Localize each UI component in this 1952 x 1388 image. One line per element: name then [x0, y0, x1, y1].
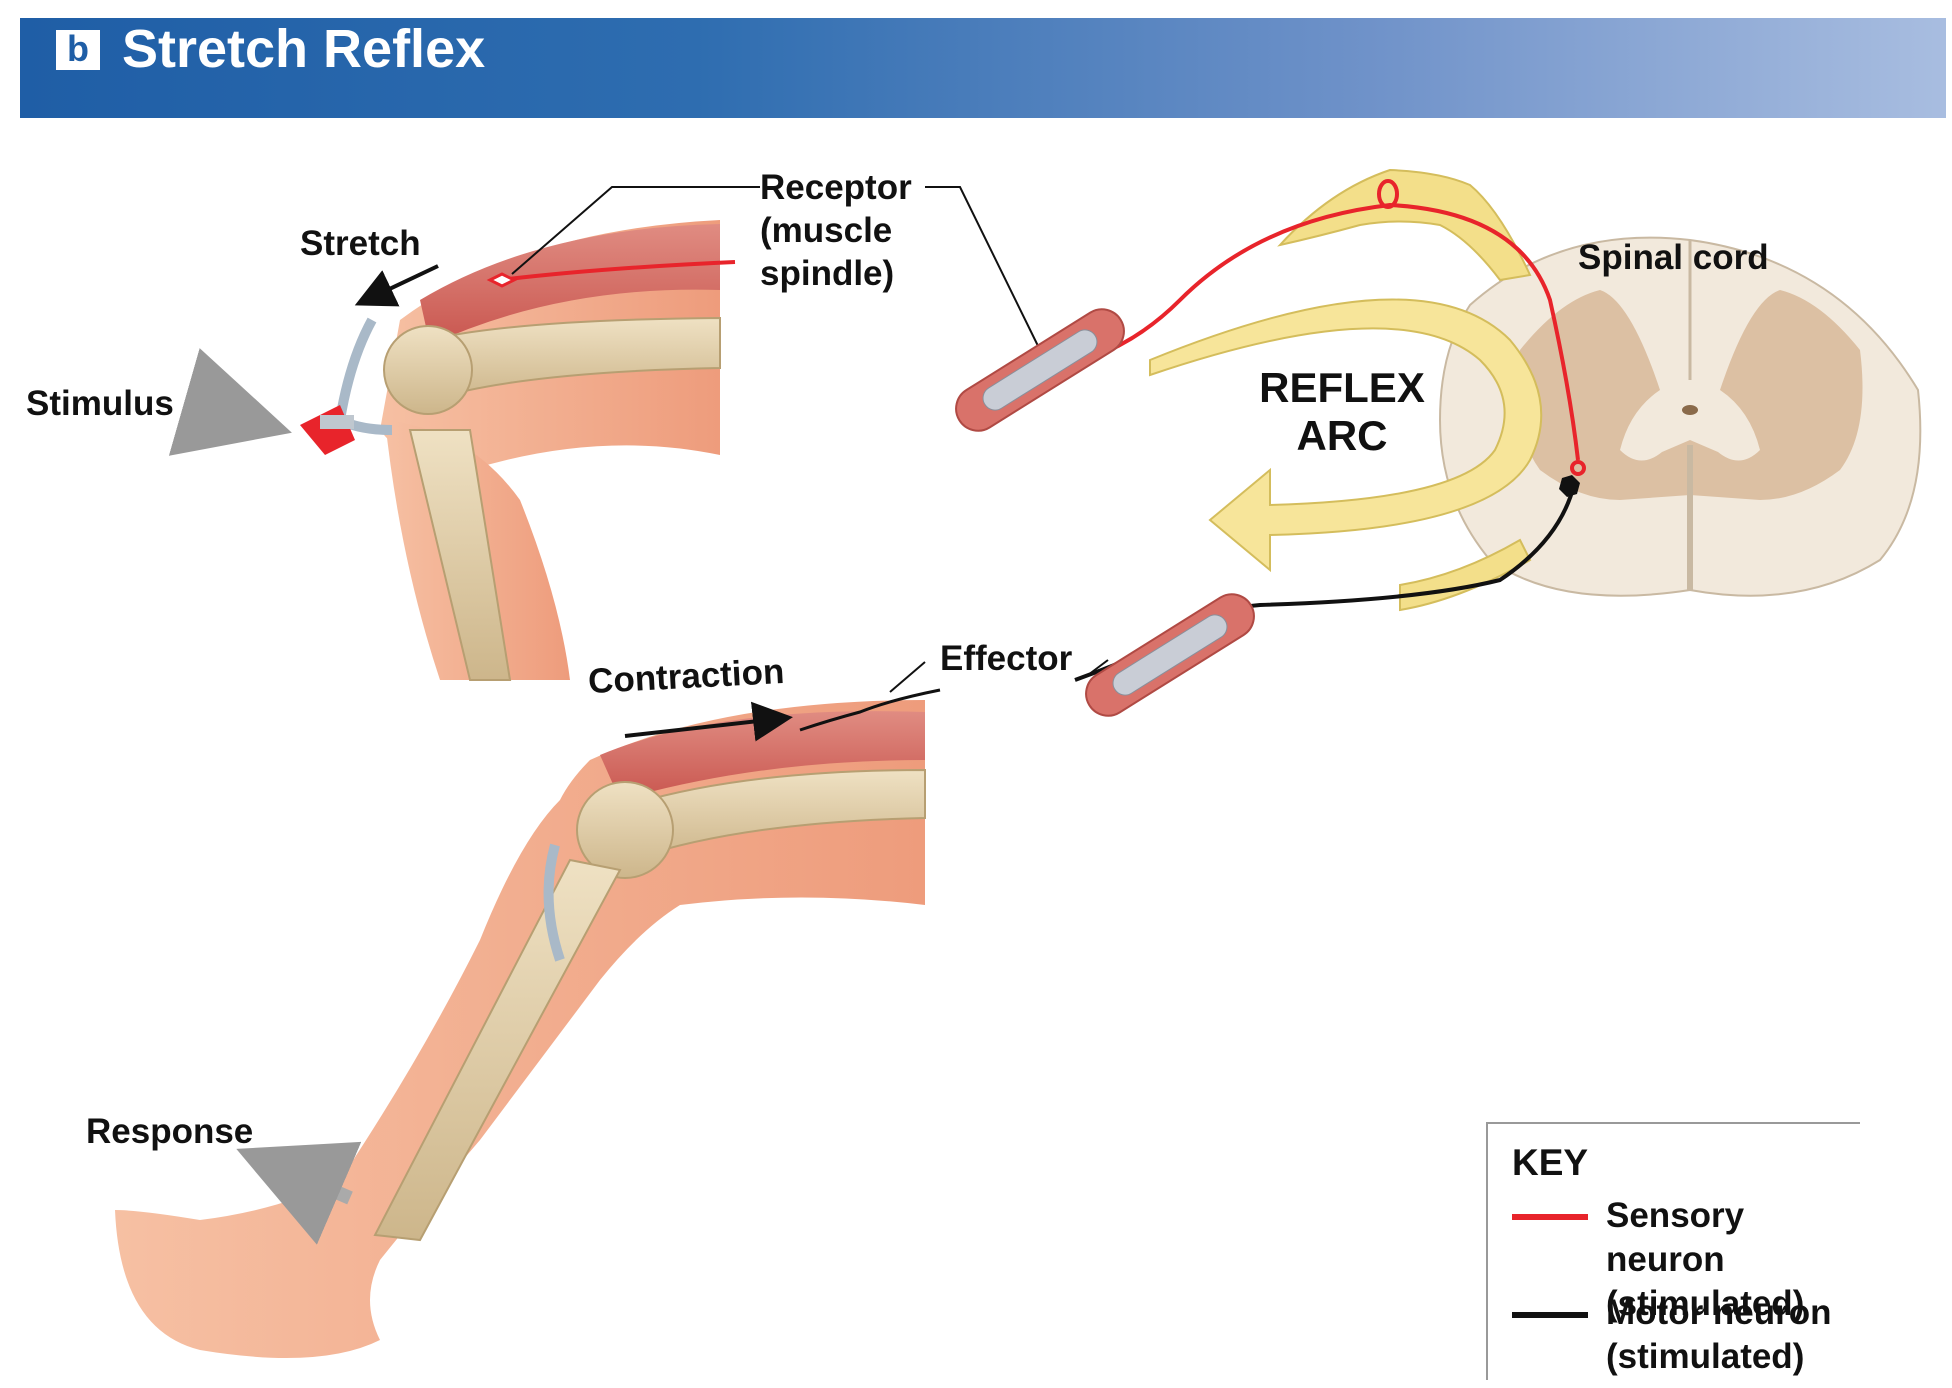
title-banner	[20, 18, 1946, 118]
key-title: KEY	[1512, 1142, 1589, 1183]
reflex-arc-label: REFLEX ARC	[1259, 364, 1425, 459]
effector-muscle	[1085, 593, 1255, 717]
stretch-label: Stretch	[300, 224, 421, 263]
effector-label: Effector	[940, 639, 1073, 678]
motor-key-swatch	[1512, 1312, 1588, 1318]
stimulus-label: Stimulus	[26, 384, 174, 423]
legend-key: KEY Sensory neuron (stimulated) Motor ne…	[1486, 1122, 1860, 1380]
figure-title: Stretch Reflex	[122, 19, 486, 79]
upper-knee-illustration	[300, 220, 736, 681]
motor-key-label: Motor neuron (stimulated)	[1606, 1293, 1832, 1376]
sensory-key-label: Sensory neuron (stimulated)	[1606, 1196, 1805, 1323]
panel-badge: b	[56, 30, 100, 70]
spinal-cord-cross-section	[1438, 236, 1922, 597]
receptor-muscle	[955, 308, 1125, 432]
spinal-cord-label: Spinal cord	[1578, 238, 1769, 277]
sensory-key-swatch	[1512, 1214, 1588, 1220]
receptor-label: Receptor (muscle spindle)	[760, 168, 912, 293]
response-label: Response	[86, 1112, 254, 1151]
lower-leg-illustration	[115, 700, 926, 1358]
